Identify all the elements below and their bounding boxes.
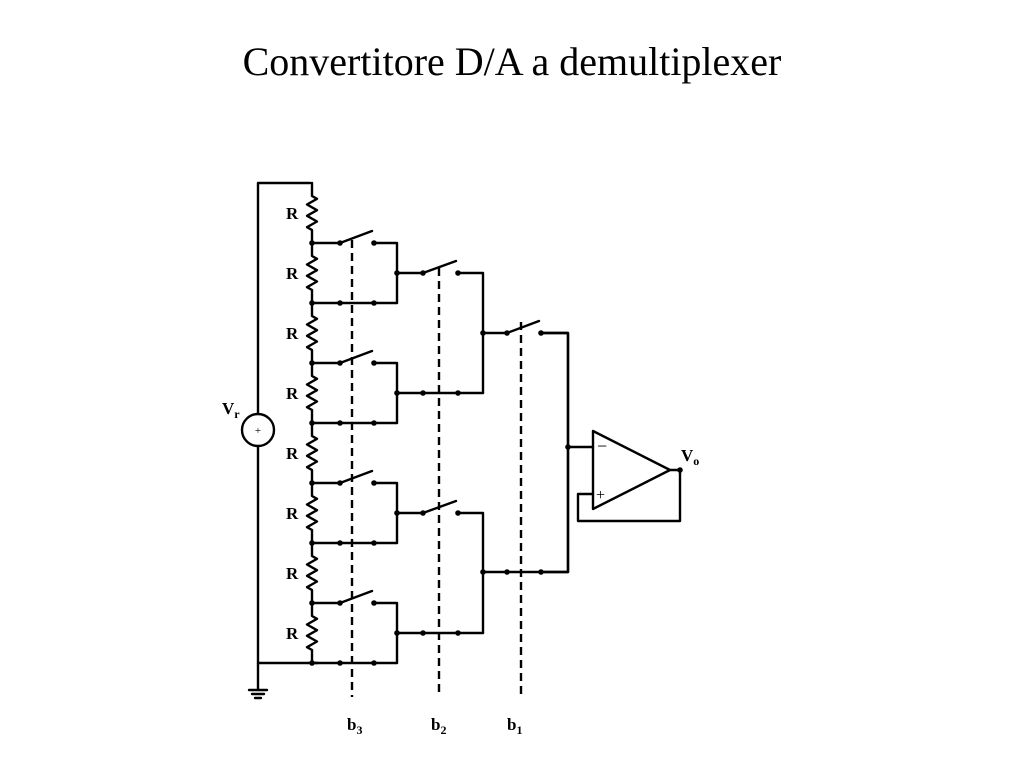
resistor-label-1: R	[286, 204, 299, 223]
resistor-ladder: R R R R R R R R	[286, 181, 319, 666]
resistor-label-4: R	[286, 384, 299, 403]
switch-b3-1	[310, 229, 399, 306]
resistor-6	[305, 481, 319, 545]
output-label: Vo	[681, 446, 699, 468]
switch-blade	[338, 589, 374, 605]
op-amp: − + Vo	[576, 429, 699, 523]
switch-blade	[421, 259, 458, 275]
wire	[456, 271, 485, 395]
switch-b3-2	[310, 349, 399, 426]
bit-label-b1: b1	[507, 715, 522, 737]
wire	[372, 361, 399, 425]
junction-node	[394, 630, 400, 636]
opamp-noninverting-sign: +	[596, 487, 605, 504]
bit-label-b3: b3	[347, 715, 362, 737]
resistor-3	[305, 301, 319, 365]
switch-contact	[455, 630, 461, 636]
wire	[539, 331, 570, 574]
switch-contact	[371, 660, 377, 666]
resistor-1	[305, 181, 319, 245]
switch-contact	[337, 300, 343, 306]
switch-b3-3	[310, 469, 399, 546]
switch-contact	[420, 390, 426, 396]
output-bus	[539, 331, 595, 574]
switch-contact	[337, 420, 343, 426]
source-label: Vr	[222, 399, 240, 421]
switch-contact	[337, 660, 343, 666]
resistor-label-8: R	[286, 624, 299, 643]
switch-contact	[337, 540, 343, 546]
junction-node	[394, 510, 400, 516]
switch-contact	[504, 569, 510, 575]
switch-contact	[371, 420, 377, 426]
wire	[372, 481, 399, 545]
switch-blade	[338, 469, 374, 485]
resistor-label-5: R	[286, 444, 299, 463]
switch-contact	[538, 569, 544, 575]
switch-contact	[420, 630, 426, 636]
resistor-8	[305, 601, 319, 665]
resistor-7	[305, 541, 319, 605]
resistor-4	[305, 361, 319, 425]
switch-contact	[371, 300, 377, 306]
junction-node	[394, 270, 400, 276]
page-title: Convertitore D/A a demultiplexer	[242, 39, 782, 84]
junction-node	[394, 390, 400, 396]
resistor-label-2: R	[286, 264, 299, 283]
wire	[372, 241, 399, 305]
resistor-label-3: R	[286, 324, 299, 343]
opamp-inverting-sign: −	[597, 436, 607, 456]
resistor-5	[305, 421, 319, 485]
resistor-2	[305, 241, 319, 305]
ground-icon	[247, 661, 269, 700]
switch-blade	[338, 229, 374, 245]
source-plus-sign: +	[255, 425, 261, 437]
reference-source: + Vr	[222, 181, 320, 665]
wire	[372, 601, 399, 665]
control-lines	[350, 240, 523, 697]
switch-contact	[455, 390, 461, 396]
wire	[456, 511, 485, 635]
resistor-label-6: R	[286, 504, 299, 523]
resistor-label-7: R	[286, 564, 299, 583]
switch-b1-1	[481, 319, 570, 575]
switch-blade	[505, 319, 541, 335]
junction-node	[480, 569, 486, 575]
switch-blade	[338, 349, 374, 365]
bit-label-b2: b2	[431, 715, 446, 737]
junction-node	[480, 330, 486, 336]
switch-contact	[371, 540, 377, 546]
switch-b3-4	[310, 589, 399, 666]
